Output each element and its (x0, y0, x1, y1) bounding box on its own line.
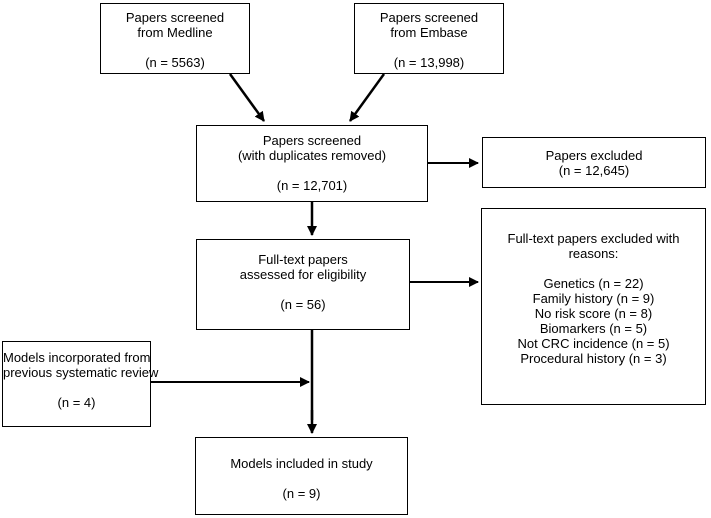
reason-item: Procedural history (n = 3) (520, 351, 667, 366)
fulltext-excluded-line1: Full-text papers excluded with (507, 231, 680, 246)
fulltext-line1: Full-text papers (258, 252, 348, 267)
medline-box: Papers screened from Medline (n = 5563) (100, 3, 250, 74)
embase-box: Papers screened from Embase (n = 13,998) (354, 3, 504, 74)
embase-count: (n = 13,998) (393, 55, 465, 70)
included-box: Models included in study (n = 9) (195, 437, 408, 515)
embase-line1: Papers screened (379, 10, 479, 25)
embase-line2: from Embase (390, 25, 468, 40)
previous-review-line1: Models incorporated from (3, 350, 151, 365)
excluded-box: Papers excluded (n = 12,645) (482, 137, 706, 188)
reason-item: Not CRC incidence (n = 5) (517, 336, 670, 351)
screened-line2: (with duplicates removed) (237, 148, 387, 163)
fulltext-excluded-box: Full-text papers excluded with reasons: … (481, 208, 706, 405)
excluded-count: (n = 12,645) (558, 163, 630, 178)
included-line1: Models included in study (230, 456, 373, 471)
included-count: (n = 9) (282, 486, 321, 501)
fulltext-line2: assessed for eligibility (239, 267, 367, 282)
medline-line2: from Medline (137, 25, 213, 40)
previous-review-line2: previous systematic review (3, 365, 159, 380)
arrow-medline-to-screened (228, 73, 266, 122)
reason-item: Genetics (n = 22) (543, 276, 644, 291)
screened-count: (n = 12,701) (276, 178, 348, 193)
excluded-line1: Papers excluded (545, 148, 643, 163)
medline-count: (n = 5563) (145, 55, 205, 70)
previous-review-count: (n = 4) (57, 395, 96, 410)
fulltext-box: Full-text papers assessed for eligibilit… (196, 239, 410, 330)
medline-line1: Papers screened (125, 10, 225, 25)
reason-item: Biomarkers (n = 5) (539, 321, 648, 336)
fulltext-excluded-line2: reasons: (568, 246, 619, 261)
reason-item: No risk score (n = 8) (534, 306, 653, 321)
reason-item: Family history (n = 9) (532, 291, 655, 306)
fulltext-count: (n = 56) (280, 297, 326, 312)
screened-box: Papers screened (with duplicates removed… (196, 125, 428, 202)
arrow-embase-to-screened (348, 73, 386, 122)
previous-review-box: Models incorporated from previous system… (2, 341, 159, 427)
screened-line1: Papers screened (262, 133, 362, 148)
